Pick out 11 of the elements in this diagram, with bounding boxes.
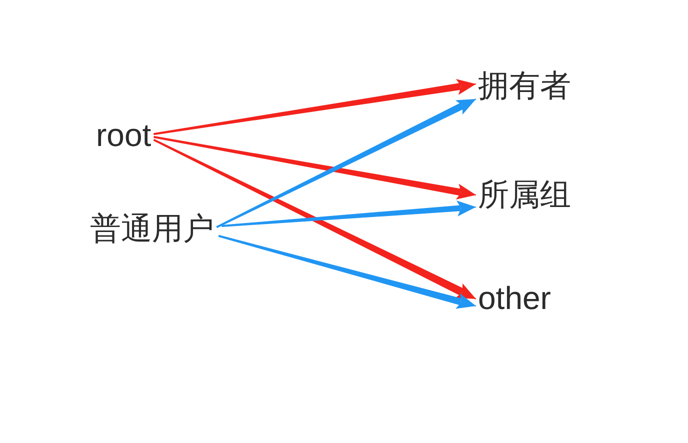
arrow [154,136,476,200]
permission-class-label: other [478,278,551,318]
permission-class-label: 所属组 [478,176,571,214]
arrow [221,200,476,227]
role-label: 普通用户 [90,210,214,248]
role-label: root [96,116,152,154]
permission-class-label: 拥有者 [478,67,571,105]
arrow [154,79,476,135]
arrow [218,235,476,309]
arrow [216,98,476,228]
arrow [153,139,476,300]
